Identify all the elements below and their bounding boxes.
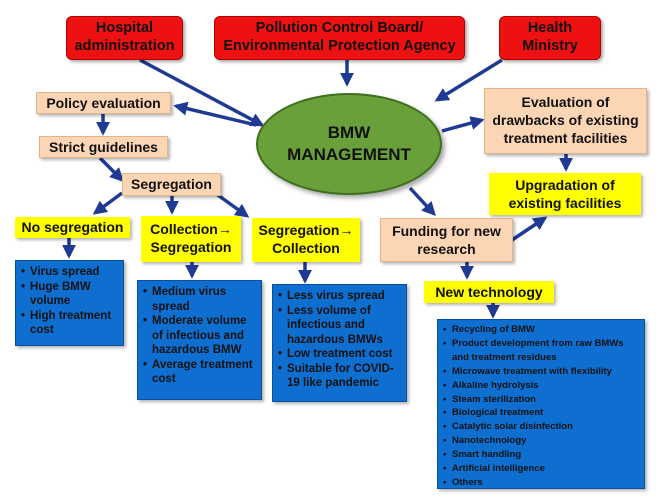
pollution-control-board-box: Pollution Control Board/ Environmental P… [214, 16, 465, 60]
arrow-funding-to-upgradation [511, 216, 548, 242]
upgradation-box: Upgradation of existing facilities [489, 173, 641, 215]
list-item: Alkaline hydrolysis [443, 379, 639, 393]
evaluation-line2: drawbacks of existing [492, 112, 639, 128]
arrow-health-to-center [434, 58, 503, 102]
evaluation-drawbacks-box: Evaluation of drawbacks of existing trea… [484, 88, 647, 154]
funding-line2: research [417, 241, 476, 257]
no-segregation-outcomes: Virus spread Huge BMW volume High treatm… [15, 260, 124, 346]
segregation-box: Segregation [122, 173, 221, 196]
funding-line1: Funding for new [392, 223, 501, 239]
collseg-line1: Collection→ [150, 221, 232, 237]
arrow-guidelines-to-segregation [98, 156, 124, 182]
list-item: Less virus spread [278, 289, 401, 304]
strict-guidelines-box: Strict guidelines [39, 136, 168, 158]
arrow-segregation-to-noseg [92, 191, 124, 215]
health-line2: Ministry [522, 38, 578, 54]
collection-segregation-box: Collection→ Segregation [141, 216, 241, 262]
arrow-center-to-evaluation [441, 116, 485, 133]
list-item: Smart handling [443, 448, 639, 462]
list-item: Recycling of BMW [443, 323, 639, 337]
new-technology-box: New technology [424, 281, 554, 303]
hospital-line2: administration [74, 38, 175, 54]
funding-research-box: Funding for new research [380, 218, 513, 262]
list-item: Steam sterilization [443, 393, 639, 407]
pcb-line1: Pollution Control Board/ [255, 20, 424, 36]
upgradation-line2: existing facilities [508, 195, 622, 211]
collection-segregation-outcomes: Medium virus spread Moderate volume of i… [137, 280, 262, 400]
list-item: Less volume of infectious and hazardous … [278, 304, 401, 348]
segregation-collection-outcomes: Less virus spread Less volume of infecti… [272, 284, 407, 402]
no-segregation-box: No segregation [15, 217, 130, 238]
policy-evaluation-box: Policy evaluation [36, 92, 171, 114]
health-line1: Health [527, 20, 573, 36]
list-item: Huge BMW volume [21, 280, 118, 309]
collseg-line2: Segregation [150, 239, 232, 255]
segcoll-line2: Collection [272, 240, 340, 256]
pcb-line2: Environmental Protection Agency [223, 38, 456, 54]
health-ministry-box: Health Ministry [499, 16, 601, 60]
list-item: Average treatment cost [143, 358, 256, 387]
list-item: Others [443, 476, 639, 490]
list-item: Suitable for COVID-19 like pandemic [278, 362, 401, 391]
bmw-management-ellipse: BMW MANAGEMENT [256, 93, 442, 195]
guidelines-label: Strict guidelines [49, 139, 158, 155]
new-technology-label: New technology [435, 284, 543, 300]
segregation-collection-box: Segregation→ Collection [252, 218, 360, 262]
no-segregation-label: No segregation [21, 219, 124, 235]
list-item: Moderate volume of infectious and hazard… [143, 314, 256, 358]
list-item: Medium virus spread [143, 285, 256, 314]
arrow-segregation-to-segcoll [213, 191, 250, 218]
center-line2: MANAGEMENT [287, 145, 411, 164]
list-item: Microwave treatment with flexibility [443, 365, 639, 379]
hospital-administration-box: Hospital administration [66, 16, 183, 60]
list-item: Nanotechnology [443, 434, 639, 448]
new-technology-list: Recycling of BMW Product development fro… [437, 319, 645, 490]
hospital-line1: Hospital [95, 20, 154, 36]
list-item: High treatment cost [21, 309, 118, 338]
evaluation-line3: treatment facilities [503, 130, 628, 146]
evaluation-line1: Evaluation of [521, 94, 610, 110]
list-item: Virus spread [21, 265, 118, 280]
segcoll-line1: Segregation→ [258, 222, 354, 238]
arrow-center-to-policy [173, 101, 257, 127]
list-item: Biological treatment [443, 406, 639, 420]
list-item: Catalytic solar disinfection [443, 420, 639, 434]
arrow-hospital-to-center [139, 58, 265, 127]
list-item: Artificial intelligence [443, 462, 639, 476]
segregation-label: Segregation [131, 176, 212, 192]
upgradation-line1: Upgradation of [515, 177, 615, 193]
policy-label: Policy evaluation [46, 95, 161, 111]
list-item: Product development from raw BMWs and tr… [443, 337, 639, 365]
arrow-center-to-funding [408, 186, 436, 217]
list-item: Low treatment cost [278, 347, 401, 362]
center-line1: BMW [327, 123, 371, 142]
